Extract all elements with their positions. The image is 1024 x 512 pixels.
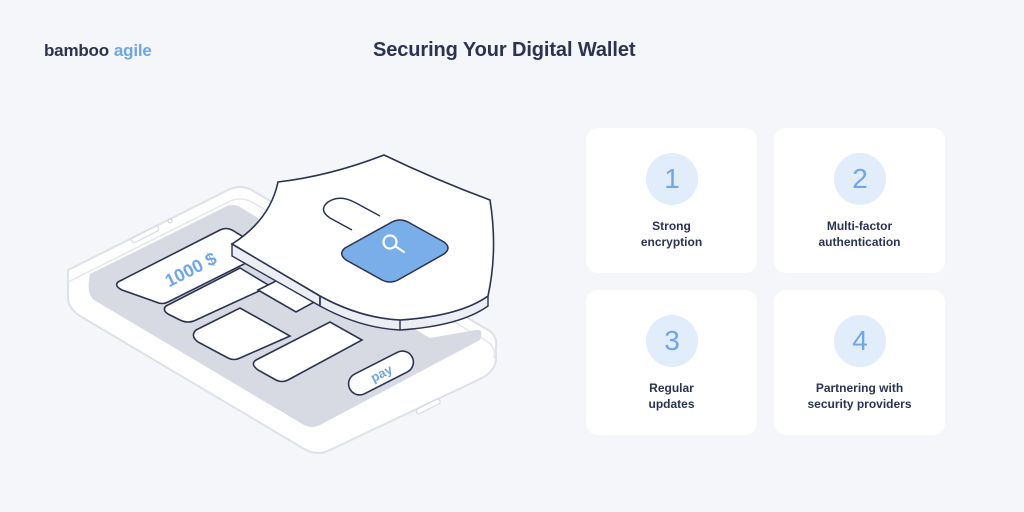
lock-icon <box>341 219 449 283</box>
step-number-badge: 4 <box>834 315 886 367</box>
feature-card: 1 Strong encryption <box>586 128 757 273</box>
step-number-badge: 2 <box>834 153 886 205</box>
step-number-badge: 1 <box>646 153 698 205</box>
pay-button-illustration <box>347 350 415 396</box>
step-number-badge: 3 <box>646 315 698 367</box>
wallet-security-illustration: 1000 $ pay <box>67 154 498 454</box>
feature-card: 3 Regular updates <box>586 290 757 435</box>
page-title: Securing Your Digital Wallet <box>373 39 636 61</box>
phone-illustration: 1000 $ pay <box>67 186 498 454</box>
feature-label-line2: authentication <box>818 235 901 249</box>
feature-label-line1: Strong <box>652 219 691 233</box>
feature-label: Partnering with security providers <box>774 380 945 412</box>
brand-name-part2: agile <box>113 41 152 60</box>
feature-label: Multi-factor authentication <box>774 218 945 250</box>
search-icon <box>382 234 398 250</box>
feature-label-line1: Regular <box>649 381 694 395</box>
feature-card: 2 Multi-factor authentication <box>774 128 945 273</box>
feature-label-line2: security providers <box>807 397 912 411</box>
feature-label-line2: updates <box>648 397 695 411</box>
feature-label-line1: Multi-factor <box>826 219 893 233</box>
feature-label-line2: encryption <box>640 235 703 249</box>
feature-label-line1: Partnering with <box>815 381 904 395</box>
brand-name-part1: bamboo <box>44 41 109 60</box>
feature-label: Regular updates <box>586 380 757 412</box>
shield-icon <box>230 154 495 331</box>
feature-card: 4 Partnering with security providers <box>774 290 945 435</box>
feature-label: Strong encryption <box>586 218 757 250</box>
